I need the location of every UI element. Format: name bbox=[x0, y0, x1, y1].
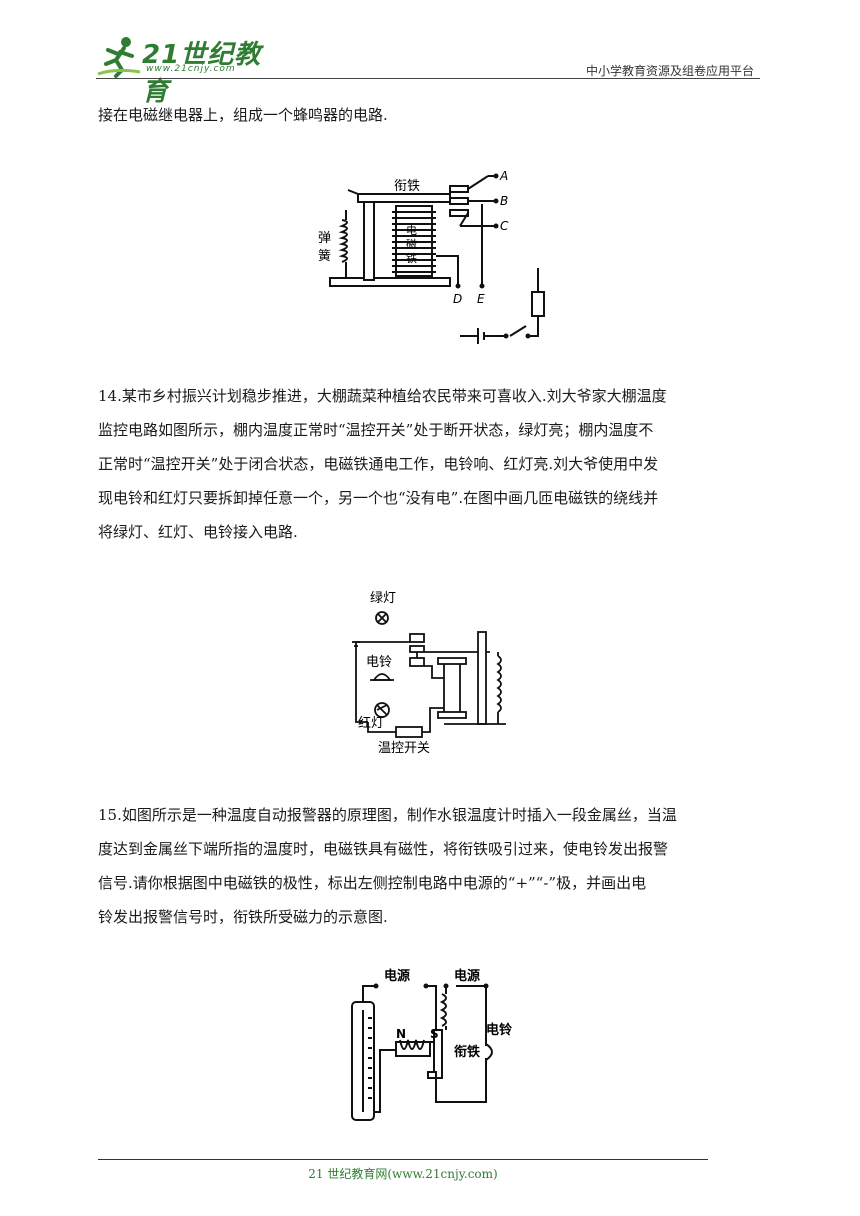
q15-line: 信号.请你根据图中电磁铁的极性，标出左侧控制电路中电源的“+”“-”极，并画出电 bbox=[98, 874, 647, 892]
relay-buzzer-figure: 衔铁 弹 簧 电 磁 铁 A B C D E bbox=[318, 169, 545, 344]
temperature-alarm-figure: 电源 电源 电铃 衔铁 N S bbox=[351, 968, 512, 1121]
q15-line: 度达到金属丝下端所指的温度时，电磁铁具有磁性，将衔铁吸引过来，使电铃发出报警 bbox=[98, 840, 669, 858]
q14-line: 现电铃和红灯只要拆卸掉任意一个，另一个也“没有电”.在图中画几匝电磁铁的绕线并 bbox=[98, 489, 659, 507]
logo-text: 21世纪教育 bbox=[142, 40, 262, 107]
armature-label-3: 衔铁 bbox=[454, 1044, 480, 1060]
south-pole-label: S bbox=[430, 1027, 439, 1041]
header-divider bbox=[96, 78, 760, 79]
terminal-c-label: C bbox=[500, 219, 509, 233]
question-15: 15.如图所示是一种温度自动报警器的原理图，制作水银温度计时插入一段金属丝，当温… bbox=[98, 798, 766, 934]
greenhouse-circuit-figure: 绿灯 电铃 红灯 温控开关 bbox=[352, 591, 506, 756]
spring-label-1: 弹 bbox=[318, 231, 331, 246]
q15-line: 铃发出报警信号时，衔铁所受磁力的示意图. bbox=[98, 908, 388, 926]
power-right-label: 电源 bbox=[454, 968, 480, 984]
q14-line: 14.某市乡村振兴计划稳步推进，大棚蔬菜种植给农民带来可喜收入.刘大爷家大棚温度 bbox=[98, 387, 667, 405]
page-header: 21世纪教育 www.21cnjy.com 中小学教育资源及组卷应用平台 bbox=[96, 30, 760, 107]
bell-label: 电铃 bbox=[366, 655, 392, 670]
header-platform-text: 中小学教育资源及组卷应用平台 bbox=[585, 64, 754, 78]
logo-url-text: www.21cnjy.com bbox=[146, 64, 236, 74]
spring-label-2: 簧 bbox=[318, 248, 331, 264]
core-label-3: 铁 bbox=[406, 252, 417, 265]
intro-line: 接在电磁继电器上，组成一个蜂鸣器的电路. bbox=[98, 106, 388, 124]
terminal-a-label: A bbox=[499, 169, 508, 183]
core-label-2: 磁 bbox=[406, 238, 417, 251]
q14-line: 监控电路如图所示，棚内温度正常时“温控开关”处于断开状态，绿灯亮；棚内温度不 bbox=[98, 421, 654, 439]
terminal-e-label: E bbox=[477, 292, 485, 306]
north-pole-label: N bbox=[396, 1027, 406, 1041]
site-logo: 21世纪教育 www.21cnjy.com bbox=[96, 34, 266, 107]
red-lamp-label: 红灯 bbox=[358, 715, 384, 731]
bell-label-3: 电铃 bbox=[486, 1022, 512, 1038]
runner-icon bbox=[97, 37, 141, 78]
question-14: 14.某市乡村振兴计划稳步推进，大棚蔬菜种植给农民带来可喜收入.刘大爷家大棚温度… bbox=[98, 379, 766, 549]
temp-switch-label: 温控开关 bbox=[378, 741, 430, 756]
q14-line: 将绿灯、红灯、电铃接入电路. bbox=[98, 523, 298, 541]
page-footer: 21 世纪教育网(www.21cnjy.com) bbox=[308, 1167, 498, 1181]
green-lamp-label: 绿灯 bbox=[370, 591, 396, 606]
power-left-label: 电源 bbox=[384, 968, 410, 984]
armature-label: 衔铁 bbox=[394, 179, 420, 194]
terminal-d-label: D bbox=[453, 292, 462, 306]
footer-divider bbox=[98, 1159, 708, 1160]
q15-line: 15.如图所示是一种温度自动报警器的原理图，制作水银温度计时插入一段金属丝，当温 bbox=[98, 806, 677, 824]
q14-line: 正常时“温控开关”处于闭合状态，电磁铁通电工作，电铃响、红灯亮.刘大爷使用中发 bbox=[98, 455, 659, 473]
terminal-b-label: B bbox=[500, 194, 508, 208]
core-label-1: 电 bbox=[406, 224, 417, 237]
